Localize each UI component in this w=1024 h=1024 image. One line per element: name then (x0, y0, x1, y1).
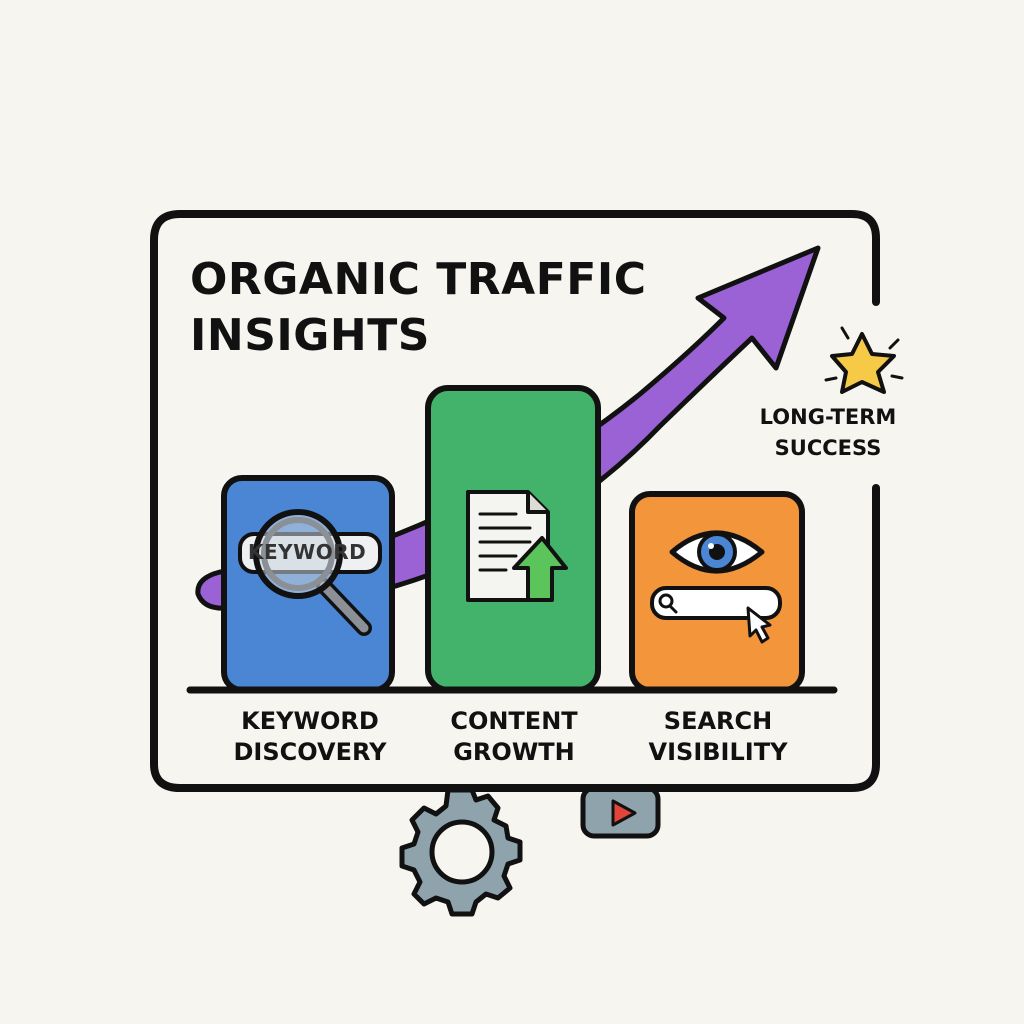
magnifier-keyword-icon (238, 509, 382, 636)
document-growth-icon (466, 490, 568, 602)
title-line-2: INSIGHTS (190, 310, 430, 361)
label-line-1: CONTENT (450, 707, 578, 735)
label-line-2: VISIBILITY (648, 738, 788, 766)
star-icon (824, 326, 904, 394)
label-line-2: DISCOVERY (233, 738, 387, 766)
long-term-success-callout: LONG-TERM SUCCESS (738, 402, 918, 464)
gear-icon (399, 787, 523, 917)
page-title: ORGANIC TRAFFIC INSIGHTS (190, 252, 710, 364)
label-line-2: GROWTH (453, 738, 575, 766)
keyword-chip-text: KEYWORD (248, 540, 367, 564)
label-line-1: KEYWORD (241, 707, 379, 735)
callout-line-1: LONG-TERM (759, 405, 897, 429)
label-content-growth: CONTENT GROWTH (424, 706, 604, 768)
label-search-visibility: SEARCH VISIBILITY (626, 706, 810, 768)
callout-line-2: SUCCESS (774, 436, 882, 460)
title-line-1: ORGANIC TRAFFIC (190, 254, 647, 305)
eye-search-icon (650, 530, 782, 644)
video-play-icon (580, 785, 661, 839)
label-keyword-discovery: KEYWORD DISCOVERY (218, 706, 402, 768)
label-line-1: SEARCH (663, 707, 773, 735)
